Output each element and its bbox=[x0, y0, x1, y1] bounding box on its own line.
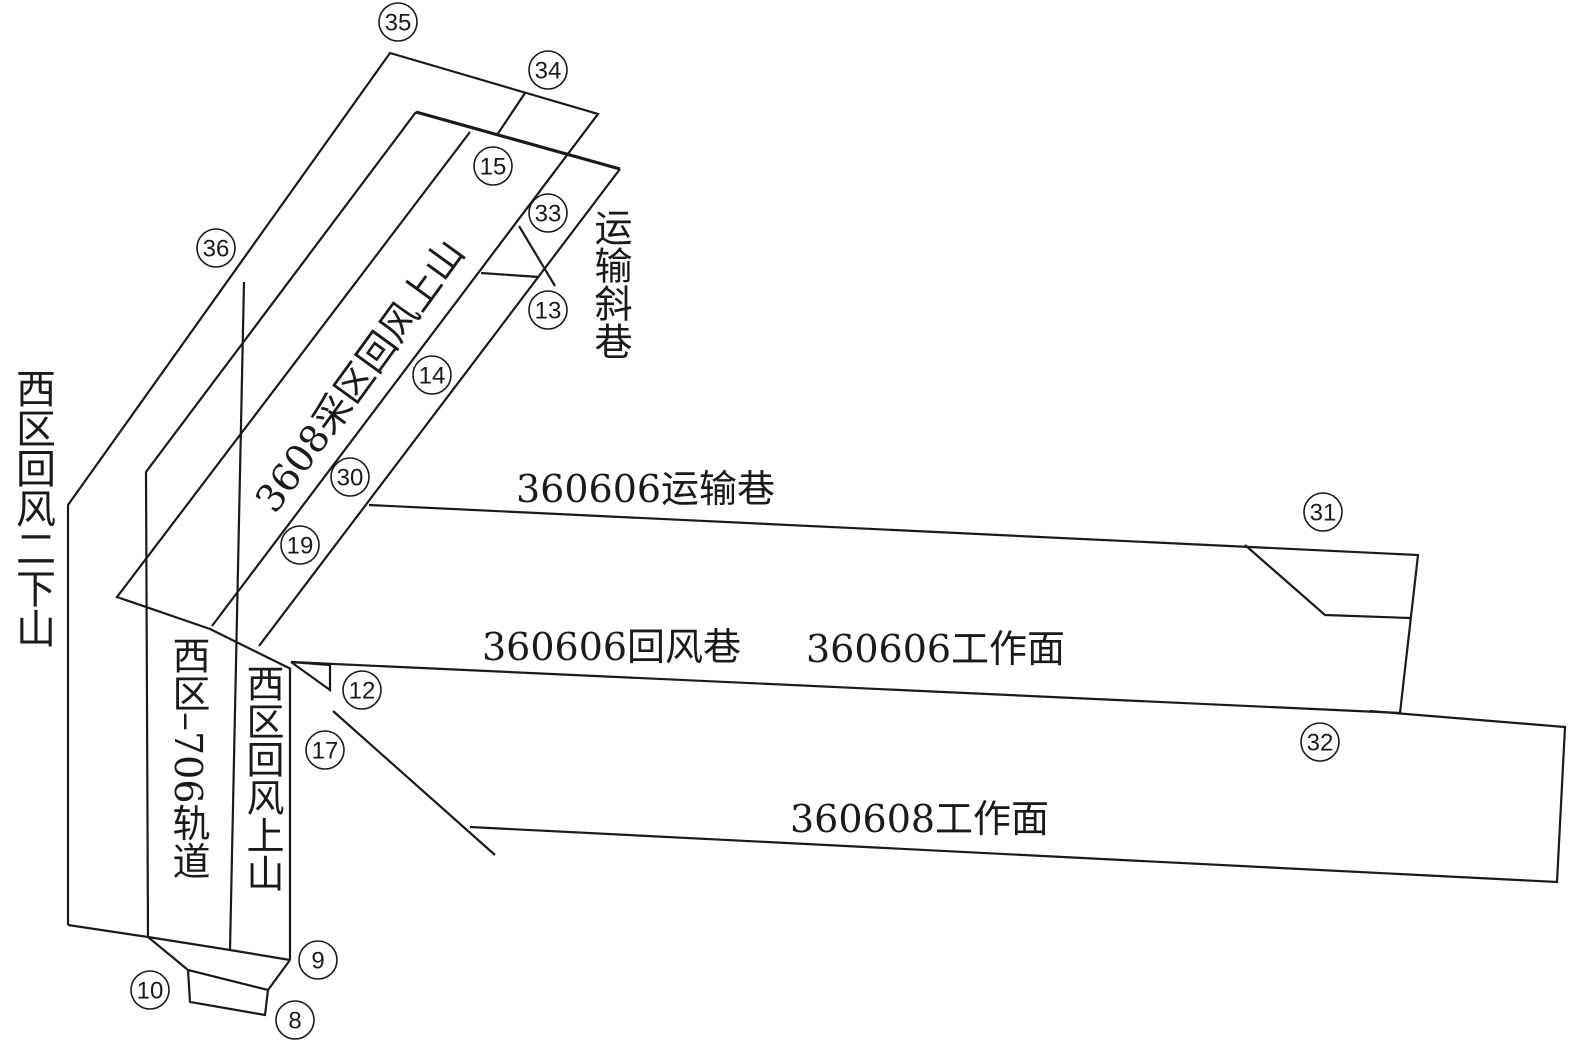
node-circle bbox=[528, 290, 568, 330]
return-360606 bbox=[290, 660, 1401, 715]
node-8-10-loop bbox=[147, 936, 291, 992]
node-number: 33 bbox=[535, 201, 562, 228]
node-number: 8 bbox=[288, 1008, 301, 1035]
node-13: 13 bbox=[528, 290, 568, 330]
label-west-706-track: 西区–706轨道 bbox=[166, 636, 210, 880]
node-number: 17 bbox=[312, 738, 339, 765]
node-circle bbox=[528, 50, 568, 90]
node-number: 32 bbox=[1307, 730, 1334, 757]
inner-incline-left bbox=[144, 111, 417, 938]
node-30: 30 bbox=[330, 457, 370, 497]
incline-right bbox=[258, 168, 621, 647]
node-31: 31 bbox=[1303, 492, 1343, 532]
west-return-2-down-outer bbox=[66, 51, 600, 925]
diagonal-12 bbox=[332, 710, 496, 856]
node-number: 13 bbox=[535, 298, 562, 325]
node-12: 12 bbox=[342, 670, 382, 710]
node-circle bbox=[378, 2, 418, 42]
node-34: 34 bbox=[528, 50, 568, 90]
label-face-360606: 360606工作面 bbox=[806, 627, 1065, 671]
node-circle bbox=[298, 940, 338, 980]
node-circle bbox=[342, 670, 382, 710]
triangle-12 bbox=[290, 660, 332, 693]
node-circle bbox=[280, 525, 320, 565]
node-number: 30 bbox=[337, 465, 364, 492]
node-8-box bbox=[186, 969, 270, 1017]
line-33-13 bbox=[518, 225, 556, 287]
node-number: 10 bbox=[137, 978, 164, 1005]
label-face-360608: 360608工作面 bbox=[790, 797, 1049, 841]
node-33: 33 bbox=[528, 193, 568, 233]
node-circle bbox=[305, 730, 345, 770]
node-number: 31 bbox=[1310, 500, 1337, 527]
node-number: 36 bbox=[203, 236, 230, 263]
roadway-lines bbox=[66, 51, 1567, 1017]
node-15: 15 bbox=[473, 146, 513, 186]
line-31 bbox=[1244, 544, 1411, 620]
face-360608 bbox=[469, 709, 1567, 884]
node-32: 32 bbox=[1300, 722, 1340, 762]
label-return-360606: 360606回风巷 bbox=[482, 625, 741, 669]
node-19: 19 bbox=[280, 525, 320, 565]
node-8: 8 bbox=[275, 1000, 315, 1040]
line-34 bbox=[496, 92, 526, 136]
node-circle bbox=[412, 355, 452, 395]
node-circle bbox=[330, 457, 370, 497]
node-circle bbox=[528, 193, 568, 233]
node-35: 35 bbox=[378, 2, 418, 42]
node-number: 12 bbox=[349, 678, 376, 705]
node-circle bbox=[1300, 722, 1340, 762]
node-10: 10 bbox=[130, 970, 170, 1010]
line-36 bbox=[228, 281, 246, 951]
node-circle bbox=[130, 970, 170, 1010]
node-number: 19 bbox=[287, 533, 314, 560]
node-17: 17 bbox=[305, 730, 345, 770]
line-13-cross bbox=[480, 271, 540, 279]
label-transport-incline: 运输斜巷 bbox=[588, 208, 632, 360]
incline-middle bbox=[115, 131, 471, 670]
node-14: 14 bbox=[412, 355, 452, 395]
node-circle bbox=[275, 1000, 315, 1040]
node-36: 36 bbox=[196, 228, 236, 268]
node-circle bbox=[1303, 492, 1343, 532]
bottom-connector bbox=[67, 923, 291, 962]
label-haulage-360606: 360606运输巷 bbox=[516, 467, 775, 511]
node-number: 14 bbox=[419, 363, 446, 390]
node-9: 9 bbox=[298, 940, 338, 980]
label-west-return-up: 西区回风上山 bbox=[240, 664, 284, 892]
node-circle bbox=[473, 146, 513, 186]
node-number: 35 bbox=[385, 10, 412, 37]
top-thick-line bbox=[415, 110, 621, 171]
label-west-return-2-down: 西区回风二下山 bbox=[9, 368, 55, 648]
haulage-360606 bbox=[368, 503, 1420, 714]
node-number: 9 bbox=[311, 948, 324, 975]
node-markers: 8 9 10 12 13 14 15 17 19 30 31 32 33 34 35 36 bbox=[130, 2, 1343, 1040]
node-number: 15 bbox=[480, 154, 507, 181]
node-circle bbox=[196, 228, 236, 268]
node-number: 34 bbox=[535, 58, 562, 85]
